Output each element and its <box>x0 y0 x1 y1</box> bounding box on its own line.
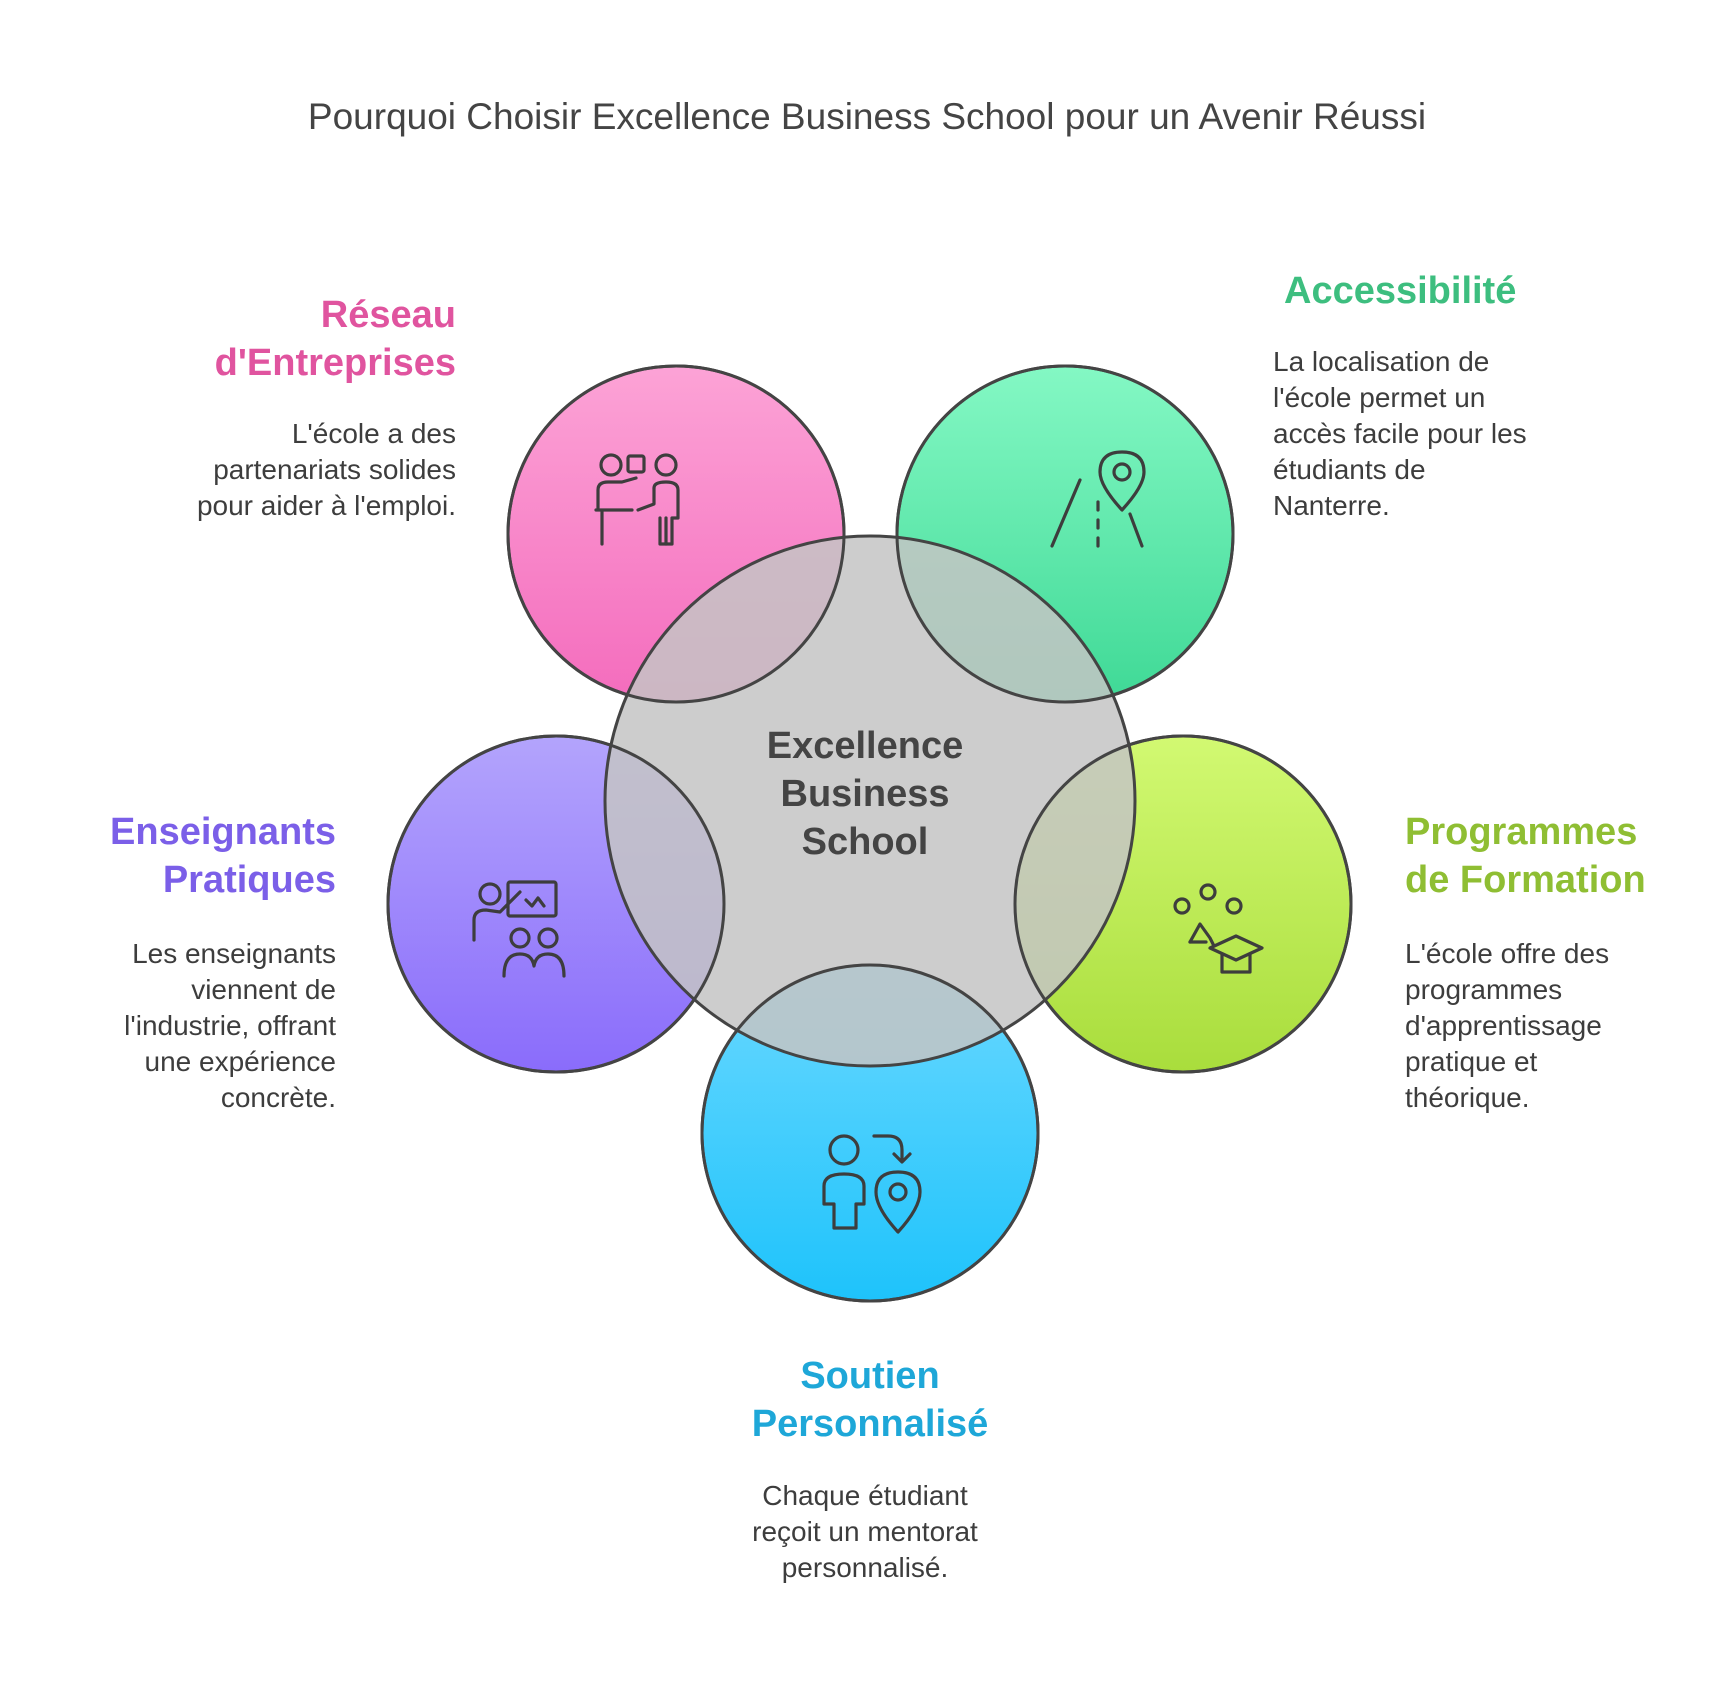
accessibilite-heading: Accessibilité <box>1284 270 1517 312</box>
programmes-description: L'école offre des programmes d'apprentis… <box>1405 938 1610 1113</box>
hub-label: Excellence Business School <box>745 722 985 866</box>
hub-label-line: School <box>801 821 929 863</box>
teacher-student-icon <box>594 453 680 546</box>
road-location-icon <box>1050 450 1146 548</box>
hub-label-line: Business <box>780 773 950 815</box>
reseau-heading: Réseau d'Entreprises <box>214 294 456 384</box>
hub-circle <box>603 534 1137 1068</box>
graduation-cap-icon <box>1173 883 1264 974</box>
hub-label-line: Excellence <box>766 725 964 767</box>
person-guidance-icon <box>822 1134 922 1234</box>
enseignants-heading: Enseignants Pratiques <box>110 811 336 901</box>
enseignants-description: Les enseignants viennent de l'industrie,… <box>124 938 336 1113</box>
programmes-heading: Programmes de Formation <box>1405 811 1646 901</box>
page-title: Pourquoi Choisir Excellence Business Sch… <box>307 96 1427 137</box>
soutien-heading: Soutien Personnalisé <box>751 1355 989 1445</box>
presentation-audience-icon <box>472 880 566 978</box>
soutien-description: Chaque étudiant reçoit un mentorat perso… <box>752 1480 978 1583</box>
accessibilite-description: La localisation de l'école permet un acc… <box>1273 346 1527 521</box>
reseau-description: L'école a des partenariats solides pour … <box>196 418 456 521</box>
